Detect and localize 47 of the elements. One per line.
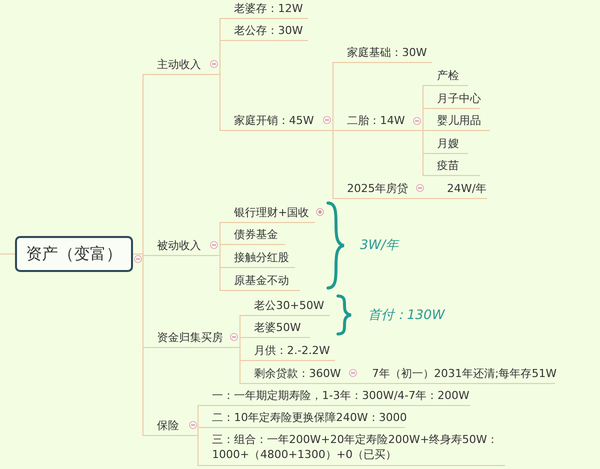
connector-line [220,255,230,291]
connector-line [422,130,434,176]
topic-label: 二：10年定寿险更换保障240W：3000 [208,410,405,428]
topic-label: 债券基金 [230,227,285,245]
topic-label: 老婆存：12W [230,1,308,19]
summary-text: 3W/年 [360,237,399,254]
topic-label: 7年（初一）2031年还清;每年存51W [368,366,555,384]
summary-text: 首付：130W [368,307,445,324]
connector-line [240,337,250,348]
connector-line [220,74,230,131]
topic-label: 家庭开销：45W [230,113,333,131]
topic-label: 三：组合：一年200W+20年定寿险200W+终身寿50W： 1000+（4800+1300）+0（已买） [208,432,505,466]
topic-label: 月子中心 [433,91,480,109]
topic-label: 资金归集买房 [153,330,240,348]
topic-label: 保险 [153,418,198,436]
topic-label: 老公存：30W [230,23,308,41]
topic-label: 月嫂 [433,136,468,154]
connector-line [220,40,230,75]
connector-line [198,427,208,436]
topic-label: 婴儿用品 [433,113,490,131]
topic-label: 被动收入 [153,238,220,256]
connector-line [332,62,344,131]
topic-label: 原基金不动 [230,273,300,291]
topic-label: 一：一年期定期寿险，1-3年：300W/4-7年：200W [208,388,470,406]
topic-label: 2025年房贷 [343,181,428,199]
topic-label: 月供：2.-2.2W [250,343,335,361]
topic-label: 老公30+50W [250,298,330,316]
connector-line [240,347,250,384]
topic-label: 剩余贷款：360W [250,366,350,384]
connector-line [332,130,344,131]
root-topic-box: 资产（变富） [15,236,133,272]
topic-label: 产检 [433,68,468,86]
topic-label: 接触分红股 [230,250,295,268]
connector-line [428,198,444,199]
connector-line [422,130,434,131]
topic-label: 家庭基础：30W [343,45,432,63]
topic-label: 主动收入 [153,57,220,75]
connector-line [350,383,368,384]
connector-line [198,435,208,466]
connector-line [332,130,344,199]
topic-label: 银行理财+国收 [230,205,315,223]
topic-label: 老婆50W [250,320,310,338]
topic-label: 二胎：14W [343,113,423,131]
connector-line [220,244,230,256]
topic-label: 24W/年 [443,181,487,199]
topic-label: 疫苗 [433,158,480,176]
connector-line [422,108,434,131]
